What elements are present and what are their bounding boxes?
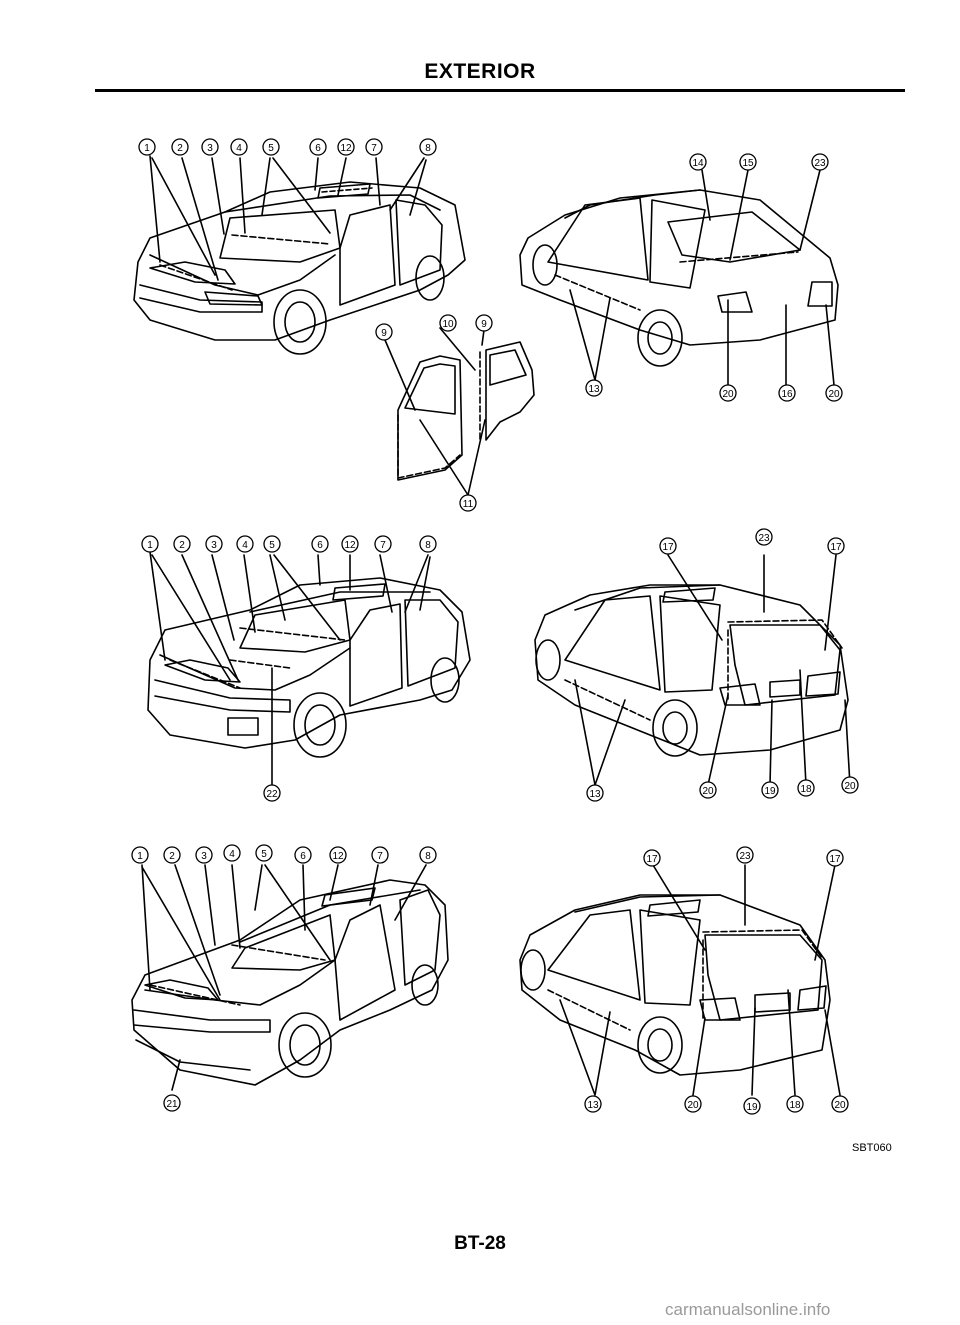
callout-label: 20 <box>834 1100 846 1111</box>
callout-label: 5 <box>261 849 267 860</box>
callout-label: 7 <box>380 540 386 551</box>
watermark: carmanualsonline.info <box>665 1300 831 1319</box>
callout-label: 20 <box>687 1100 699 1111</box>
callout-label: 20 <box>702 786 714 797</box>
callout-label: 1 <box>147 540 153 551</box>
callout-label: 13 <box>587 1100 599 1111</box>
front-sedan-illustration: 1 2 3 4 5 6 12 7 8 <box>133 138 466 355</box>
rear-sedan-illustration: 14 15 23 13 20 16 20 <box>519 153 843 402</box>
callout-label: 4 <box>229 849 235 860</box>
callout-label: 13 <box>589 789 601 800</box>
callout-label: 20 <box>722 389 734 400</box>
callout-label: 8 <box>425 851 431 862</box>
page-title: EXTERIOR <box>424 60 536 83</box>
page-number: BT-28 <box>454 1233 506 1254</box>
callout-label: 17 <box>662 542 674 553</box>
rear-hatch-illustration: 17 23 17 13 20 19 18 20 <box>519 846 849 1115</box>
callout-label: 16 <box>781 389 793 400</box>
callout-label: 14 <box>692 158 704 169</box>
callout-label: 5 <box>268 143 274 154</box>
callout-label: 20 <box>828 389 840 400</box>
title-rule <box>95 89 905 92</box>
callout-label: 10 <box>442 319 454 330</box>
doors-illustration: 9 10 9 11 <box>375 314 535 512</box>
callout-label: 6 <box>317 540 323 551</box>
callout-label: 1 <box>137 851 143 862</box>
callout-label: 18 <box>800 784 812 795</box>
rear-wagon-illustration: 17 23 17 13 20 19 18 20 <box>534 528 859 802</box>
callout-label: 7 <box>371 143 377 154</box>
callouts-front-sedan <box>138 138 437 156</box>
callout-label: 12 <box>332 851 344 862</box>
callout-label: 3 <box>207 143 213 154</box>
callout-label: 17 <box>829 854 841 865</box>
callout-label: 2 <box>179 540 185 551</box>
callout-label: 23 <box>739 851 751 862</box>
callout-label: 1 <box>144 143 150 154</box>
callout-label: 17 <box>830 542 842 553</box>
callout-label: 8 <box>425 143 431 154</box>
callout-label: 15 <box>742 158 754 169</box>
callout-label: 4 <box>242 540 248 551</box>
callout-label: 11 <box>463 499 474 510</box>
callout-label: 7 <box>377 851 383 862</box>
callout-label: 3 <box>211 540 217 551</box>
callout-label: 18 <box>789 1100 801 1111</box>
callout-label: 22 <box>266 789 278 800</box>
callout-label: 21 <box>166 1099 178 1110</box>
callout-label: 5 <box>269 540 275 551</box>
callout-label: 3 <box>201 851 207 862</box>
callout-label: 6 <box>315 143 321 154</box>
callout-label: 12 <box>340 143 352 154</box>
callout-label: 9 <box>481 319 487 330</box>
callout-label: 20 <box>844 781 856 792</box>
front-hatch-illustration: 1 2 3 4 5 6 12 7 8 21 <box>131 844 449 1112</box>
callout-label: 19 <box>764 786 776 797</box>
callout-label: 6 <box>300 851 306 862</box>
front-wagon-illustration: 1 2 3 4 5 6 12 7 8 22 <box>141 535 471 802</box>
callout-label: 2 <box>169 851 175 862</box>
callout-label: 23 <box>814 158 826 169</box>
callout-label: 19 <box>746 1102 758 1113</box>
callout-label: 8 <box>425 540 431 551</box>
callout-label: 13 <box>588 384 600 395</box>
callout-label: 23 <box>758 533 770 544</box>
callout-label: 2 <box>177 143 183 154</box>
callout-label: 12 <box>344 540 356 551</box>
callout-label: 4 <box>236 143 242 154</box>
figure-code: SBT060 <box>852 1142 892 1154</box>
callout-label: 17 <box>646 854 658 865</box>
callout-label: 9 <box>381 328 387 339</box>
